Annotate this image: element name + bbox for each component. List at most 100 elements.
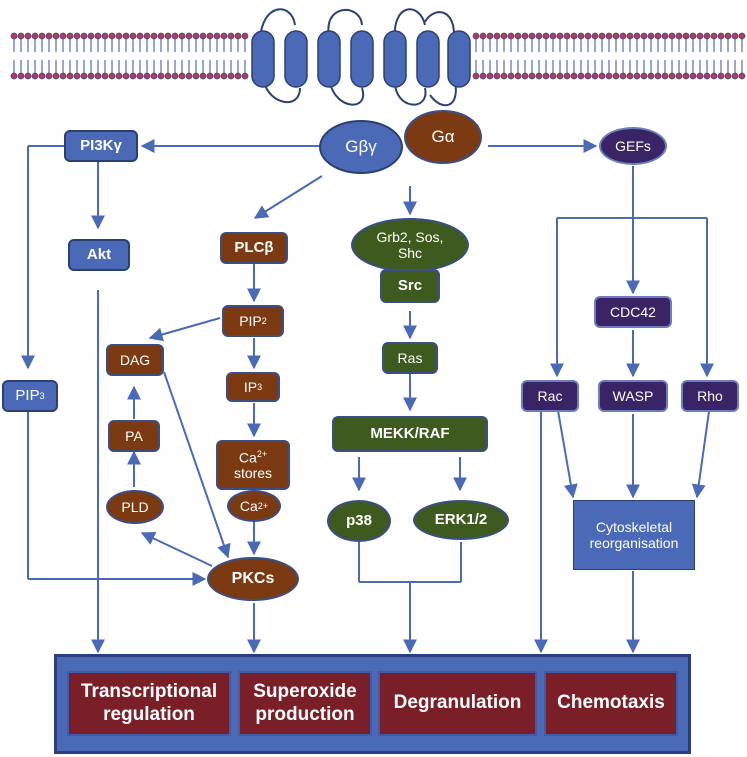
lipid-head xyxy=(556,32,564,40)
lipid-head xyxy=(535,72,543,80)
lipid-head xyxy=(584,32,592,40)
lipid-head xyxy=(528,72,536,80)
lipid-head xyxy=(542,32,550,40)
outcome-superoxide-production: Superoxide production xyxy=(238,671,372,736)
lipid-head xyxy=(493,72,501,80)
lipid-head xyxy=(45,32,53,40)
lipid-head xyxy=(521,72,529,80)
lipid-head xyxy=(45,72,53,80)
lipid-head xyxy=(38,72,46,80)
lipid-head xyxy=(227,32,235,40)
plc-beta-node: PLCβ xyxy=(220,232,288,264)
lipid-head xyxy=(143,32,151,40)
lipid-head xyxy=(486,72,494,80)
pip2-label: PIP xyxy=(239,312,262,329)
gefs-node: GEFs xyxy=(599,127,667,165)
lipid-head xyxy=(556,72,564,80)
lipid-head xyxy=(724,72,732,80)
lipid-head xyxy=(157,32,165,40)
lipid-head xyxy=(94,72,102,80)
lipid-head xyxy=(59,72,67,80)
lipid-head xyxy=(563,32,571,40)
lipid-head xyxy=(661,72,669,80)
lipid-head xyxy=(164,32,172,40)
lipid-head xyxy=(577,32,585,40)
ca-stores-node: Ca2+ stores xyxy=(216,440,290,490)
rho-node: Rho xyxy=(681,380,739,412)
lipid-head xyxy=(521,32,529,40)
lipid-head xyxy=(234,72,242,80)
lipid-head xyxy=(689,32,697,40)
cytoskeletal-reorganisation-node: Cytoskeletal reorganisation xyxy=(573,500,695,570)
lipid-head xyxy=(227,72,235,80)
outcome-transcriptional-regulation: Transcriptional regulation xyxy=(67,671,231,736)
lipid-head xyxy=(549,72,557,80)
lipid-head xyxy=(717,72,725,80)
lipid-head xyxy=(640,32,648,40)
lipid-head xyxy=(710,32,718,40)
cyto-label-line1: Cytoskeletal xyxy=(595,518,673,535)
lipid-head xyxy=(220,72,228,80)
superoxide-line2: production xyxy=(255,703,355,725)
lipid-head xyxy=(164,72,172,80)
ca-stores-charge: 2+ xyxy=(256,448,268,459)
lipid-head xyxy=(115,32,123,40)
lipid-head xyxy=(479,32,487,40)
calcium-charge: 2+ xyxy=(257,500,269,511)
lipid-head xyxy=(192,72,200,80)
transcriptional-line1: Transcriptional xyxy=(80,680,218,702)
outcome-degranulation: Degranulation xyxy=(378,671,537,736)
lipid-head xyxy=(514,32,522,40)
lipid-head xyxy=(213,72,221,80)
lipid-head xyxy=(514,72,522,80)
ras-node: Ras xyxy=(382,342,438,374)
pip3-subscript: 3 xyxy=(39,390,45,401)
lipid-head xyxy=(731,32,739,40)
lipid-head xyxy=(598,72,606,80)
src-node: Src xyxy=(380,269,440,303)
calcium-label: Ca xyxy=(239,497,258,514)
lipid-head xyxy=(591,72,599,80)
pld-node: PLD xyxy=(106,490,164,524)
lipid-head xyxy=(507,72,515,80)
lipid-head xyxy=(542,72,550,80)
lipid-head xyxy=(626,72,634,80)
lipid-head xyxy=(73,72,81,80)
lipid-head xyxy=(584,72,592,80)
lipid-head xyxy=(115,72,123,80)
lipid-head xyxy=(220,32,228,40)
lipid-head xyxy=(59,32,67,40)
cell-membrane xyxy=(10,32,746,80)
lipid-head xyxy=(108,72,116,80)
lipid-head xyxy=(717,32,725,40)
lipid-head xyxy=(52,72,60,80)
lipid-head xyxy=(17,32,25,40)
pkcs-node: PKCs xyxy=(207,557,299,601)
lipid-head xyxy=(24,32,32,40)
grb2-label-line2: Shc xyxy=(397,245,423,261)
lipid-head xyxy=(136,72,144,80)
wasp-node: WASP xyxy=(598,380,668,412)
lipid-head xyxy=(633,32,641,40)
lipid-head xyxy=(157,72,165,80)
lipid-head xyxy=(31,72,39,80)
rac-node: Rac xyxy=(521,380,579,412)
lipid-head xyxy=(10,72,18,80)
lipid-head xyxy=(661,32,669,40)
lipid-head xyxy=(178,32,186,40)
ip3-subscript: 3 xyxy=(257,381,263,392)
lipid-head xyxy=(129,72,137,80)
ca-stores-ion: Ca2+ xyxy=(239,449,267,466)
dag-node: DAG xyxy=(106,344,164,376)
lipid-head xyxy=(80,72,88,80)
lipid-head xyxy=(199,32,207,40)
lipid-head xyxy=(577,72,585,80)
lipid-head xyxy=(150,72,158,80)
lipid-head xyxy=(472,32,480,40)
lipid-head xyxy=(178,72,186,80)
lipid-head xyxy=(171,72,179,80)
lipid-head xyxy=(150,32,158,40)
lipid-head xyxy=(500,72,508,80)
